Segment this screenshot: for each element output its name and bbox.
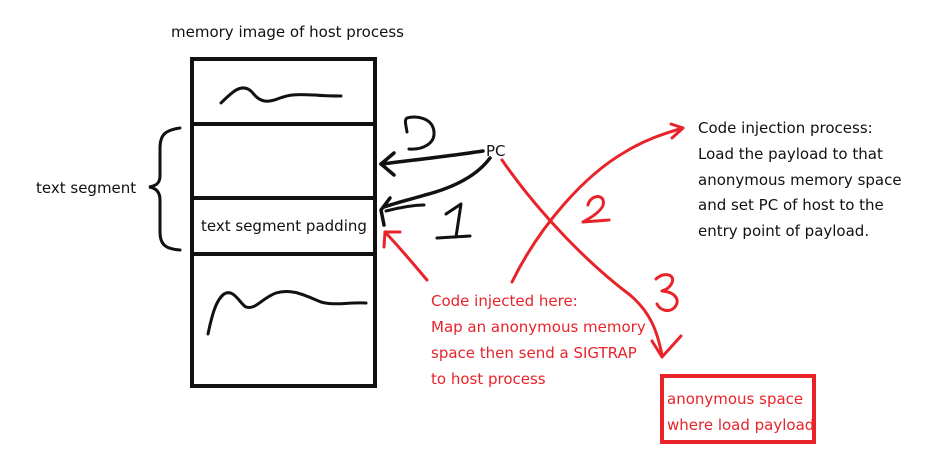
injection-process-line-4: and set PC of host to the <box>698 196 884 214</box>
text-segment-label: text segment <box>36 179 137 197</box>
arrow-step-3-head <box>650 334 683 359</box>
injection-process-line-2: Load the payload to that <box>698 145 883 163</box>
anonymous-space-line-2: where load payload <box>667 416 815 434</box>
step-1-mark <box>435 202 472 240</box>
text-segment-brace <box>148 126 182 252</box>
step-3-mark <box>654 273 679 313</box>
step-0-mark <box>403 115 436 151</box>
squiggle-top <box>219 86 343 105</box>
arrow-step-0 <box>379 149 485 166</box>
anonymous-space-box <box>660 374 816 444</box>
code-injected-line-3: space then send a SIGTRAP <box>431 344 637 362</box>
arrow-step-1-b <box>384 203 426 213</box>
arrow-code-injected-head <box>382 230 402 249</box>
squiggle-bottom <box>206 289 368 336</box>
code-injected-line-4: to host process <box>431 370 546 388</box>
diagram-title: memory image of host process <box>171 23 404 41</box>
arrow-code-injected <box>383 230 429 282</box>
injection-process-line-5: entry point of payload. <box>698 222 870 240</box>
step-2-mark <box>581 195 611 224</box>
padding-label: text segment padding <box>201 217 367 235</box>
arrow-step-1-head <box>379 196 392 227</box>
arrow-step-0-head <box>379 151 396 177</box>
anonymous-space-line-1: anonymous space <box>667 390 804 408</box>
injection-process-line-3: anonymous memory space <box>698 171 902 189</box>
injection-process-line-1: Code injection process: <box>698 119 873 137</box>
arrow-step-3 <box>500 158 664 357</box>
code-injected-line-1: Code injected here: <box>431 292 578 310</box>
code-injected-line-2: Map an anonymous memory <box>431 318 646 336</box>
pc-label: PC <box>486 142 506 160</box>
arrow-step-2-head <box>669 122 685 140</box>
memory-block <box>190 57 377 388</box>
arrow-step-1 <box>382 156 492 209</box>
arrow-step-2 <box>510 126 685 284</box>
